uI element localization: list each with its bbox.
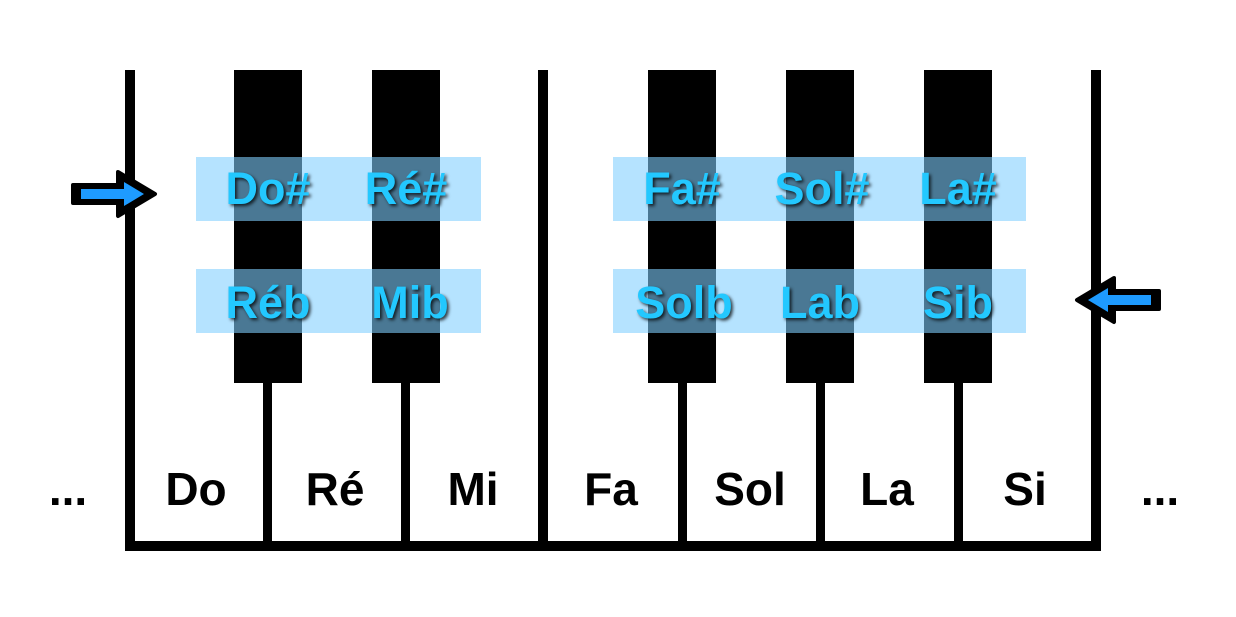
- key-divider-mi-fa: [538, 70, 548, 551]
- sharp-label-fa: Fa#: [643, 163, 721, 214]
- key-divider-la-si: [954, 380, 963, 551]
- sharp-band-left: [196, 157, 481, 221]
- sharp-label-do: Do#: [225, 163, 311, 214]
- white-key-label-re: Ré: [305, 463, 365, 515]
- key-divider-left-edge: [125, 70, 135, 551]
- ellipsis-right: ...: [1140, 463, 1180, 515]
- white-key-label-do: Do: [165, 463, 227, 515]
- flat-label-si: Sib: [922, 277, 994, 328]
- arrow-right-icon: [71, 170, 157, 218]
- flat-band-left: [196, 269, 481, 333]
- flat-band-right: [613, 269, 1026, 333]
- key-divider-sol-la: [816, 380, 825, 551]
- white-key-label-mi: Mi: [447, 463, 499, 515]
- black-key-sol-sharp: [786, 70, 854, 383]
- sharp-label-re: Ré#: [364, 163, 448, 214]
- black-key-fa-sharp: [648, 70, 716, 383]
- sharp-label-la: La#: [919, 163, 997, 214]
- flat-label-re: Réb: [225, 277, 311, 328]
- key-divider-do-re: [263, 380, 272, 551]
- flat-label-mi: Mib: [371, 277, 449, 328]
- flat-label-sol: Solb: [635, 277, 733, 328]
- white-key-label-fa: Fa: [584, 463, 638, 515]
- black-key-la-sharp: [924, 70, 992, 383]
- sharp-label-sol: Sol#: [774, 163, 870, 214]
- ellipsis-left: ...: [48, 463, 88, 515]
- key-divider-fa-sol: [678, 380, 687, 551]
- black-key-do-sharp: [234, 70, 302, 383]
- keyboard-bottom-edge: [125, 541, 1101, 551]
- sharp-band-right: [613, 157, 1026, 221]
- white-key-label-si: Si: [1003, 463, 1047, 515]
- arrow-left-icon: [1075, 276, 1161, 324]
- white-key-label-la: La: [860, 463, 914, 515]
- flat-label-la: Lab: [779, 277, 861, 328]
- key-divider-re-mi: [401, 380, 410, 551]
- white-key-label-sol: Sol: [714, 463, 786, 515]
- black-key-re-sharp: [372, 70, 440, 383]
